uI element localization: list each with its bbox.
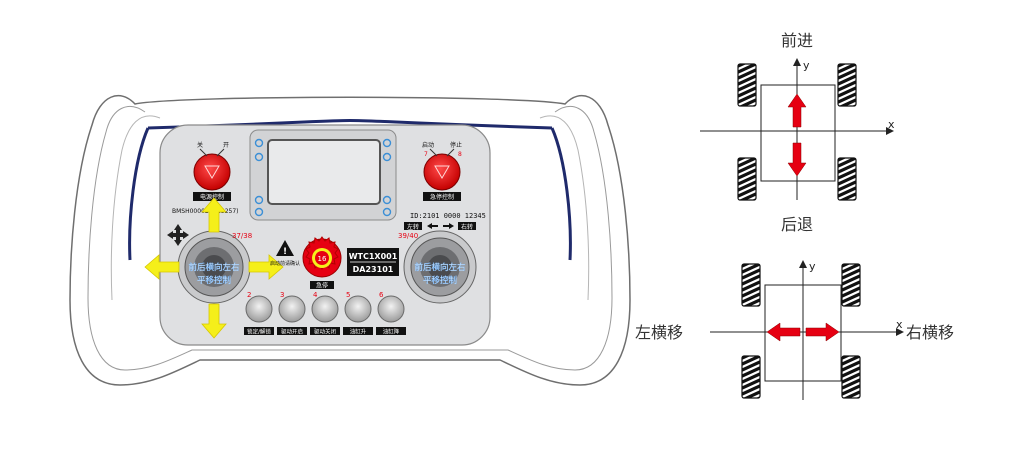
top-wheel-rr (837, 157, 857, 201)
bottom-wheel-fr (841, 263, 861, 307)
model-box-line1: WTC1X001 (349, 252, 398, 261)
function-button-number: 2 (247, 291, 251, 299)
arrow-left-icon (427, 223, 438, 229)
power-switch[interactable] (193, 153, 231, 191)
right-small-number: 8 (458, 151, 462, 158)
diagram-forward-backward: 前进 后退 x y (700, 31, 895, 234)
left-joystick-overlay-line2: 平移控制 (197, 275, 231, 286)
diagram-lateral: 左横移 右横移 x y (635, 260, 954, 400)
emergency-stop-button[interactable] (302, 236, 342, 278)
function-button-label: 油缸降 (383, 328, 400, 336)
right-joystick-overlay-line1: 前后横向左右 (414, 262, 465, 273)
face-panel (159, 124, 491, 346)
remote-controller: 关 开 启动 停止 电源控制 急停控制 7 8 BMSH00002 (X2325… (69, 94, 631, 386)
estop-control-caption: 急停控制 (430, 193, 454, 201)
top-chassis (760, 84, 836, 182)
function-button-label: 锁定/解锁 (247, 328, 271, 336)
function-button-number: 3 (280, 291, 284, 299)
estop-number: 16 (318, 255, 327, 263)
direction-pad-icon (167, 224, 189, 246)
top-x-label: x (888, 118, 895, 131)
right-traverse-label: 右横移 (906, 323, 954, 342)
function-button-label: 油缸升 (350, 328, 367, 336)
function-button-2[interactable] (278, 295, 306, 323)
rotate-right-label: 右转 (461, 223, 473, 231)
bottom-x-label: x (896, 318, 903, 331)
start-label: 启动 (422, 141, 434, 149)
power-switch-label-off: 关 (197, 141, 203, 149)
warning-icon (276, 240, 294, 256)
lcd-screen (267, 139, 381, 205)
right-joystick[interactable] (403, 230, 477, 304)
arrow-right-icon (443, 223, 454, 229)
backward-label: 后退 (781, 215, 813, 234)
svg-text:!: ! (283, 247, 287, 257)
bottom-y-label: y (809, 260, 816, 273)
left-joystick-number: 37/38 (232, 232, 252, 240)
top-y-label: y (803, 59, 810, 72)
rotate-left-label: 左转 (407, 223, 419, 231)
function-button-5[interactable] (377, 295, 405, 323)
function-button-4[interactable] (344, 295, 372, 323)
yellow-direction-arrows (144, 197, 284, 339)
right-joystick-overlay-line2: 平移控制 (423, 275, 457, 286)
arrow-down-icon (787, 142, 807, 177)
function-button-label: 驱动开启 (281, 328, 303, 336)
stop-label: 停止 (450, 141, 462, 149)
arrow-up-icon (787, 93, 807, 128)
arrow-left-red-icon (766, 322, 801, 342)
function-button-3[interactable] (311, 295, 339, 323)
warning-text: 启动前请确认 (270, 260, 300, 267)
function-button-number: 6 (379, 291, 384, 299)
power-switch-label-on: 开 (223, 142, 229, 149)
estop-caption: 急停 (316, 282, 328, 290)
top-wheel-fr (837, 63, 857, 107)
bottom-chassis (764, 284, 842, 382)
function-button-number: 5 (346, 291, 350, 299)
top-wheel-rl (737, 157, 757, 201)
bottom-wheel-rr (841, 355, 861, 399)
start-stop-switch[interactable] (423, 153, 461, 191)
function-button-1[interactable] (245, 295, 273, 323)
left-joystick[interactable] (177, 230, 251, 304)
arrow-right-red-icon (805, 322, 840, 342)
device-id: ID:2101 0000 12345 (410, 212, 486, 220)
bottom-wheel-fl (741, 263, 761, 307)
left-small-number: 7 (424, 151, 428, 158)
function-button-label: 驱动关闭 (314, 328, 336, 336)
left-joystick-overlay-line1: 前后横向左右 (188, 262, 239, 273)
power-control-caption: 电源控制 (200, 193, 224, 201)
right-joystick-number: 39/40 (398, 232, 418, 240)
top-wheel-fl (737, 63, 757, 107)
bottom-wheel-rl (741, 355, 761, 399)
forward-label: 前进 (781, 31, 813, 50)
model-box-line2: DA23101 (353, 265, 394, 274)
left-traverse-label: 左横移 (635, 323, 683, 342)
function-button-number: 4 (313, 291, 318, 299)
